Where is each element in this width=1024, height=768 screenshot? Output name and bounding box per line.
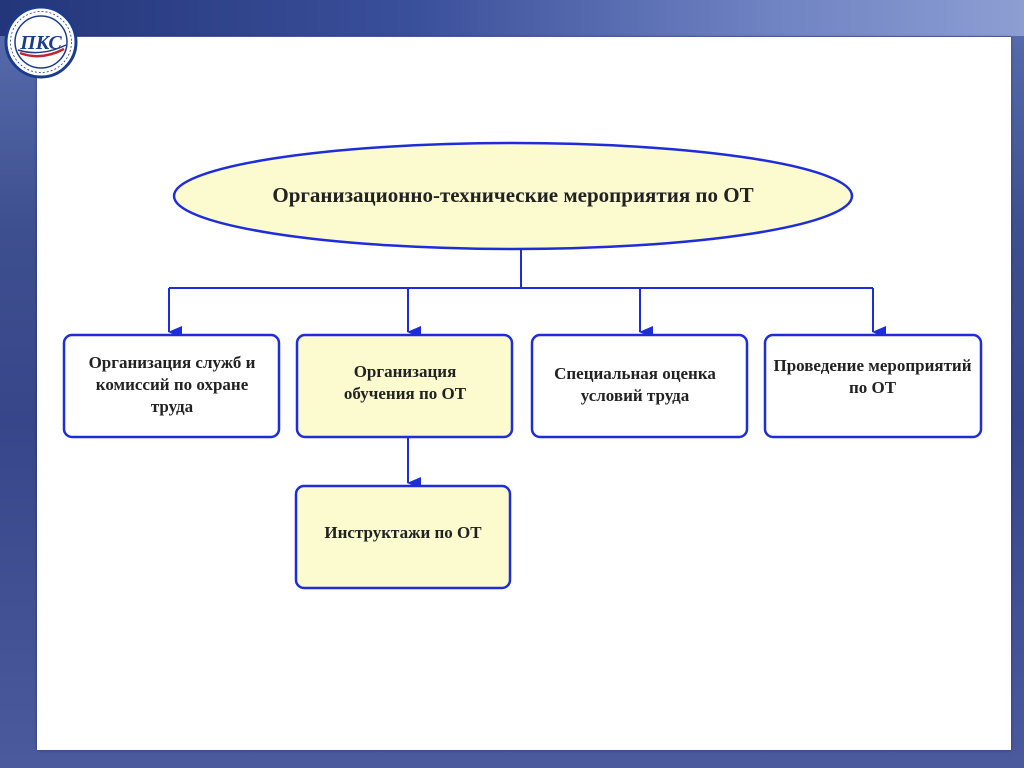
connectors: [168, 250, 886, 489]
child-label-4: Проведение мероприятий по ОТ: [773, 355, 972, 397]
root-ellipse: [172, 141, 854, 251]
top-stripe: [0, 0, 1024, 36]
child-box-4: [763, 333, 983, 439]
child-box-1: [62, 333, 281, 439]
root-label: Организационно-технические мероприятия п…: [272, 183, 754, 208]
child-box-3: [530, 333, 749, 439]
child-label-2: Организация обучения по ОТ: [343, 361, 467, 403]
logo-initials: ПКС: [19, 32, 62, 54]
child-label-3: Специальная оценка условий труда: [554, 363, 716, 405]
sub-child-label: Инструктажи по ОТ: [324, 522, 482, 542]
child-label-1: Организация служб и комиссий по охране т…: [88, 352, 256, 417]
sub-child-box: [294, 484, 512, 590]
child-box-2: [295, 333, 514, 439]
college-logo-icon: ПКС: [4, 5, 78, 79]
